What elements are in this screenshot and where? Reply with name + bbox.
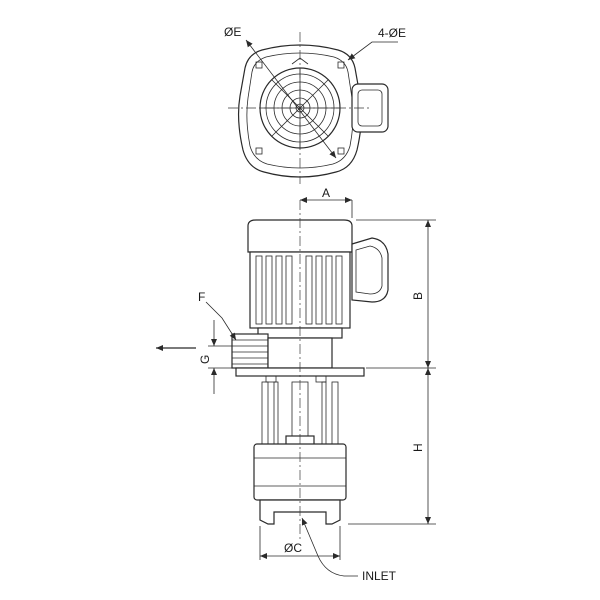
front-view: [231, 200, 389, 540]
top-flange-outline: [237, 44, 363, 178]
label-h: H: [411, 443, 425, 452]
terminal-box-side: [351, 237, 389, 303]
label-g: G: [198, 355, 212, 364]
label-a: A: [322, 186, 330, 200]
discharge-outlet: [231, 333, 269, 369]
label-four-phi-e: 4-ØE: [378, 26, 406, 40]
dimension-lines: A B H G F ØC INLET: [156, 186, 436, 583]
terminal-box-top: [351, 83, 389, 133]
label-phi-e: ØE: [224, 25, 241, 39]
label-f: F: [198, 290, 205, 304]
cooling-fins: [255, 255, 343, 325]
label-b: B: [411, 292, 425, 300]
label-inlet: INLET: [362, 569, 397, 583]
label-phi-c: ØC: [284, 541, 302, 555]
top-view: ØE 4-ØE: [224, 25, 406, 184]
